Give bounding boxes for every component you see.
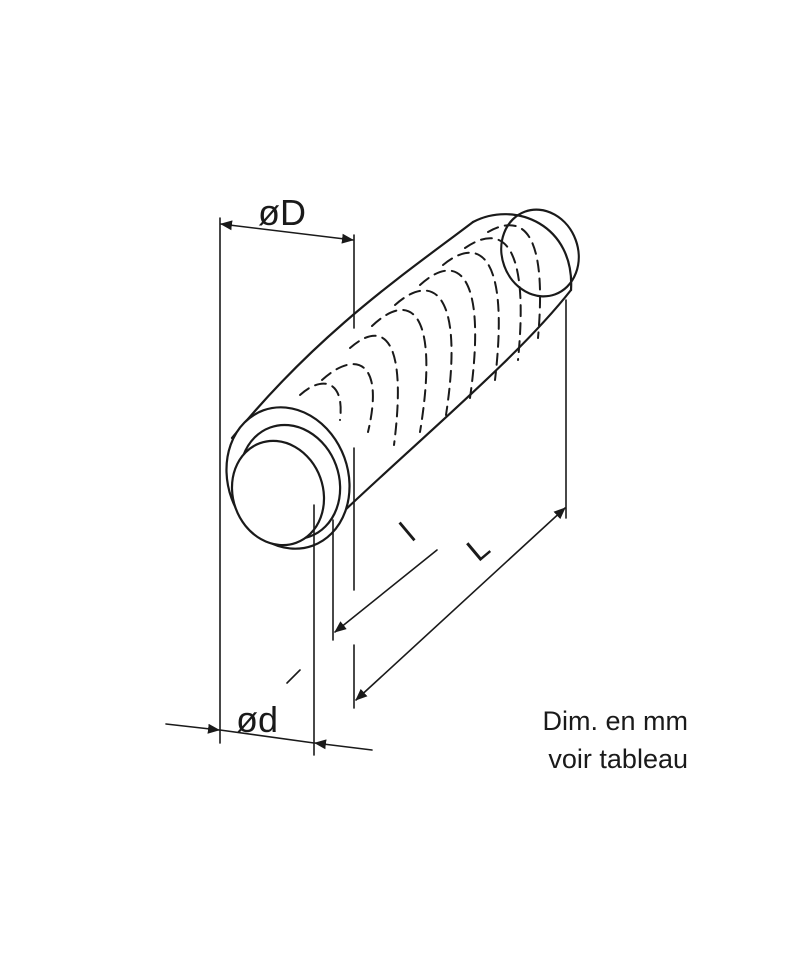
ring-1 (299, 382, 342, 421)
back-spigot (500, 208, 580, 298)
ring-8 (464, 237, 522, 361)
dim-length-L (355, 507, 566, 701)
dim-length-l (334, 549, 438, 633)
dimension-note: Dim. en mm voir tableau (542, 702, 688, 778)
label-outer-length: L (460, 529, 497, 568)
label-outer-diameter: øD (258, 192, 306, 233)
ring-3 (349, 334, 399, 446)
body-bottom-silhouette (341, 288, 573, 514)
ring-2 (321, 363, 374, 433)
dim-inner-diameter-left (165, 723, 220, 734)
note-line-2: voir tableau (548, 744, 688, 774)
label-inner-length: l (393, 516, 422, 548)
note-line-1: Dim. en mm (542, 706, 688, 736)
extension-lines (219, 217, 567, 756)
back-spigot-ellipse (500, 208, 580, 298)
ext-leader-d (286, 669, 301, 684)
dimension-lines (165, 220, 566, 751)
dim-outer-diameter (220, 220, 354, 244)
ring-9 (487, 224, 542, 339)
front-pipe-opening-ellipse (230, 439, 326, 547)
label-inner-diameter: ød (236, 699, 278, 740)
ring-7 (442, 251, 500, 381)
internal-dashed-rings (299, 224, 542, 446)
body-back-cap (471, 213, 573, 292)
ring-4 (371, 309, 428, 433)
front-end (225, 406, 351, 550)
ring-5 (394, 289, 453, 416)
dim-inner-diameter-between (219, 729, 315, 744)
body-top-silhouette (230, 220, 475, 440)
dim-inner-diameter-right (314, 739, 373, 751)
ring-6 (419, 269, 477, 399)
